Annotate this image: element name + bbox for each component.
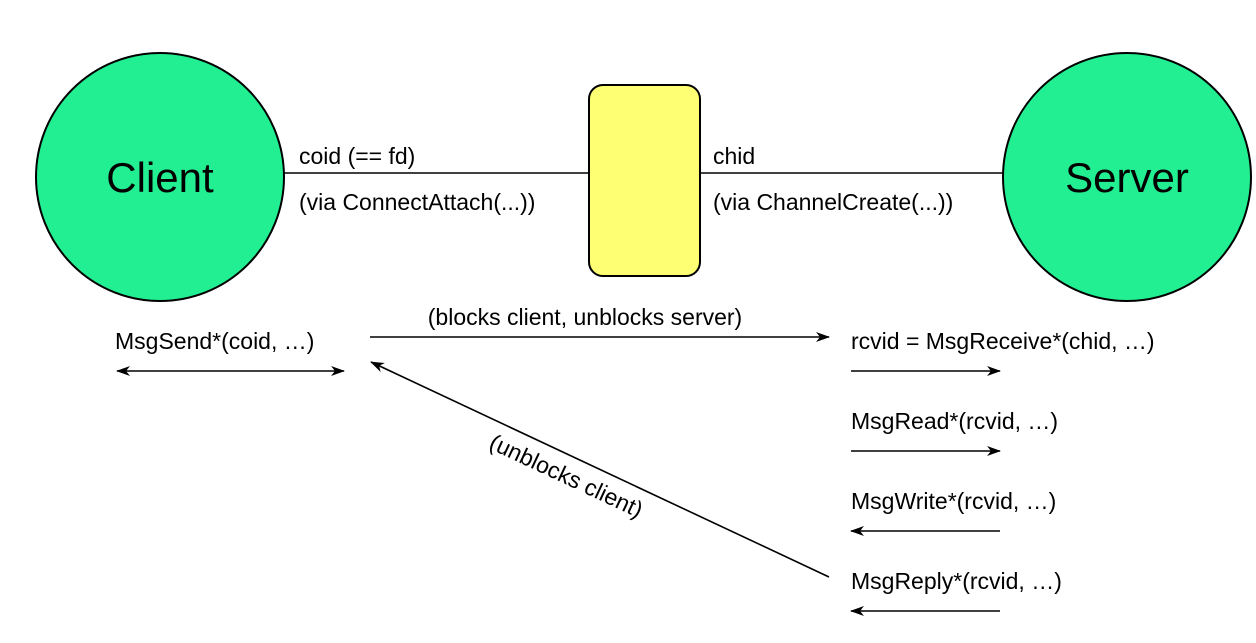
- msgreceive-label: rcvid = MsgReceive*(chid, …): [851, 328, 1155, 354]
- msgwrite-label: MsgWrite*(rcvid, …): [851, 488, 1056, 514]
- client-node: [35, 52, 285, 302]
- channel-box: [588, 84, 701, 277]
- server-node: [1002, 52, 1252, 302]
- send-note-label: (blocks client, unblocks server): [428, 304, 742, 330]
- msgsend-label: MsgSend*(coid, …): [115, 328, 314, 354]
- reply-note-label: (unblocks client): [486, 429, 648, 523]
- client-label: Client: [106, 154, 214, 201]
- server-link-sublabel: (via ChannelCreate(...)): [713, 189, 953, 215]
- server-label: Server: [1065, 154, 1189, 201]
- msgreply-label: MsgReply*(rcvid, …): [851, 568, 1062, 594]
- reply-arrow: [370, 361, 830, 578]
- client-link-sublabel: (via ConnectAttach(...)): [299, 189, 535, 215]
- server-link-label: chid: [713, 143, 755, 169]
- msgread-label: MsgRead*(rcvid, …): [851, 408, 1058, 434]
- client-link-label: coid (== fd): [299, 143, 415, 169]
